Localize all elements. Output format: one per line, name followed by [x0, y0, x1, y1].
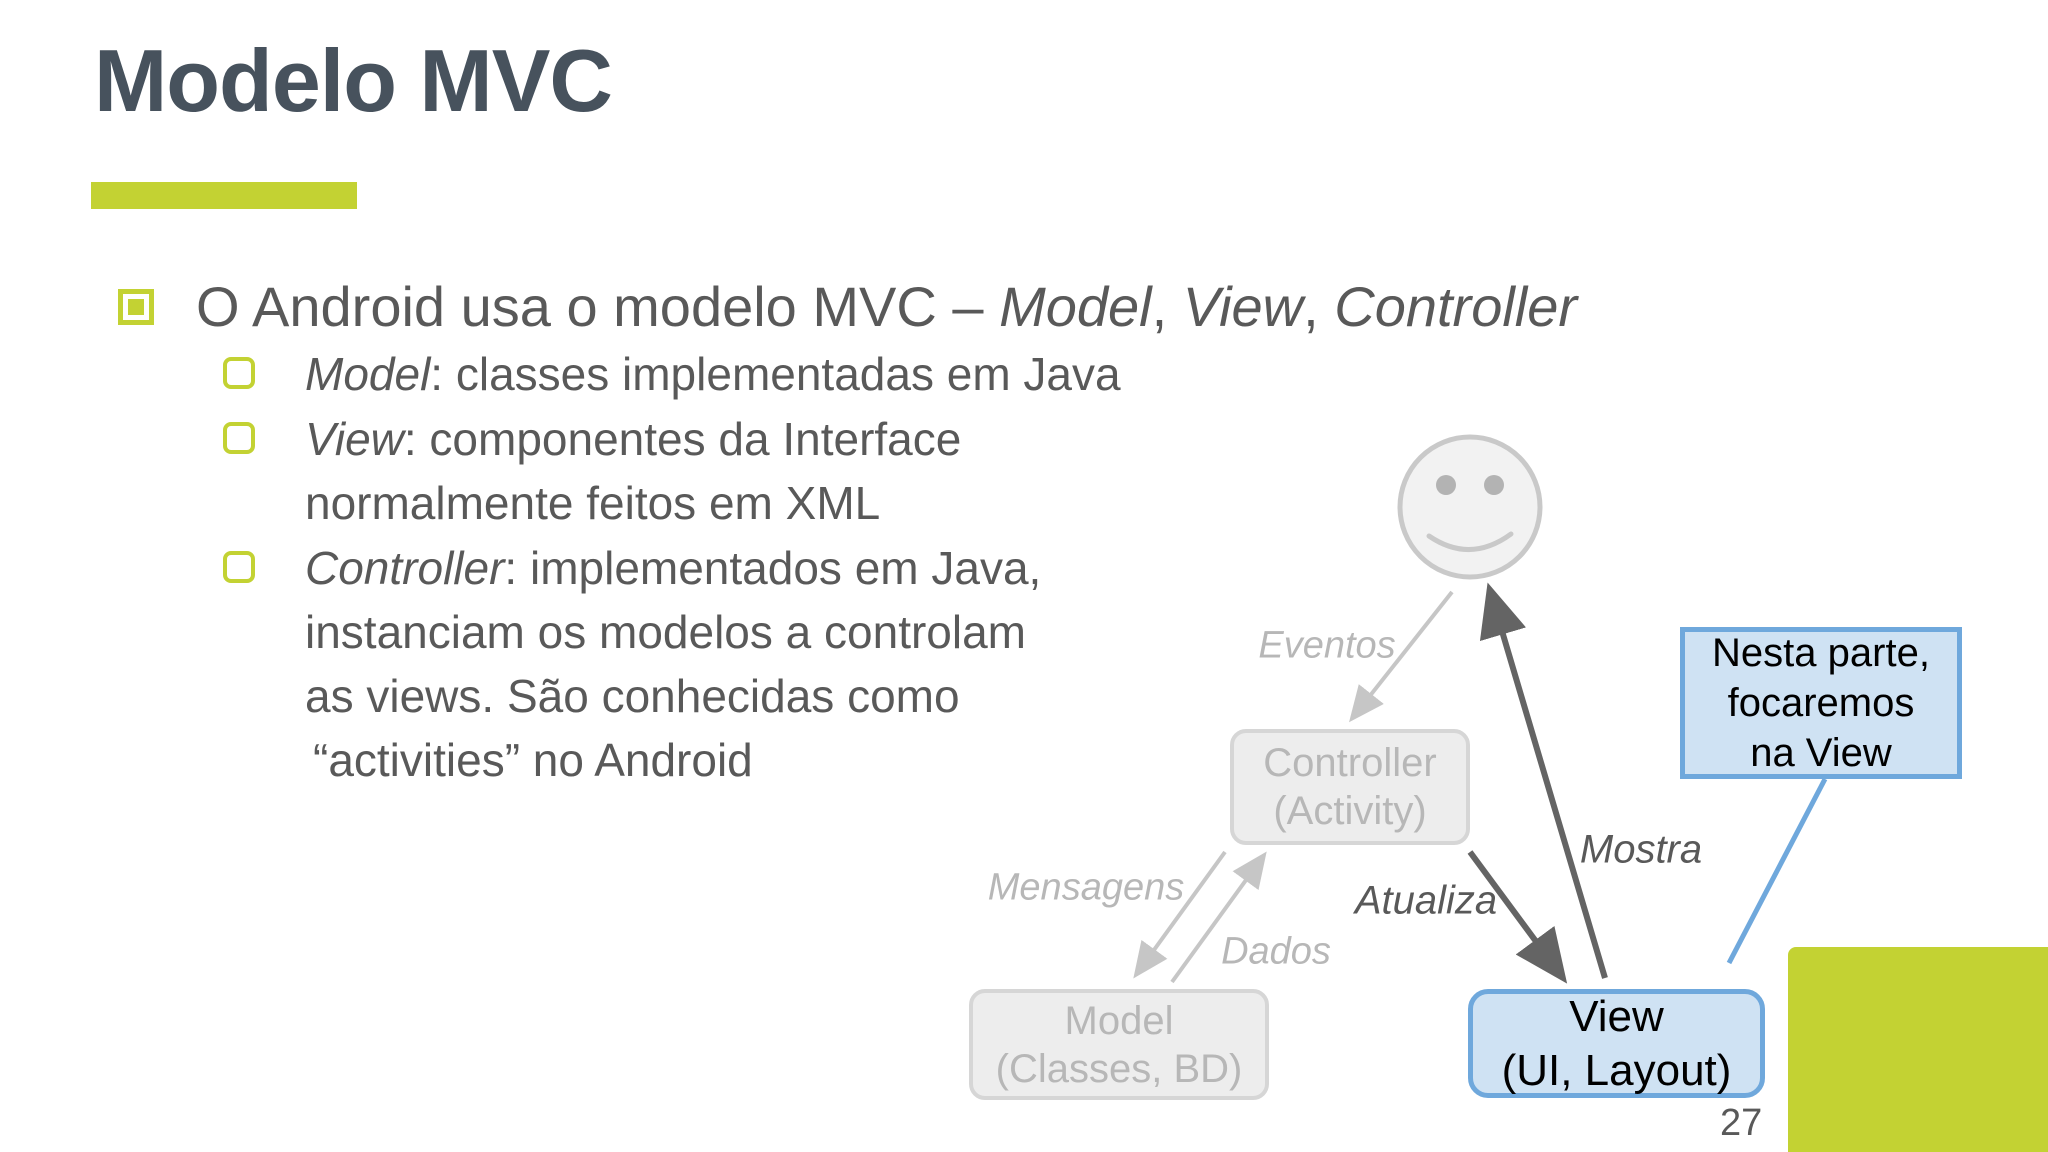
focus-callout-line3: na View [1750, 731, 1892, 775]
list-item-line: normalmente feitos em XML [305, 477, 881, 529]
main-bullet-text: O Android usa o modelo MVC – Model, View… [196, 274, 1577, 339]
main-bullet-seg: , [1151, 275, 1183, 338]
mostra-label: Mostra [1579, 827, 1703, 872]
mensagens-arrow [1133, 850, 1227, 979]
view-box-line2: (UI, Layout) [1501, 1045, 1732, 1095]
title-accent-bar [91, 182, 357, 209]
list-item-view: View: componentes da Interface normalmen… [305, 407, 961, 535]
eventos-label: Eventos [1258, 624, 1396, 667]
atualiza-label: Atualiza [1354, 878, 1498, 923]
main-bullet-seg-italic: View [1182, 275, 1304, 338]
main-bullet-seg: O Android usa o modelo MVC – [196, 275, 1000, 338]
controller-box: Controller (Activity) [1230, 729, 1470, 845]
model-box: Model (Classes, BD) [969, 989, 1269, 1100]
list-item-line: Controller: implementados em Java, [305, 536, 1041, 600]
bullet-square-icon [118, 289, 154, 325]
smiley-mouth [1426, 531, 1514, 552]
model-box-line2: (Classes, BD) [995, 1046, 1243, 1091]
dados-label: Dados [1221, 930, 1331, 973]
list-item-rest: : componentes da Interface [403, 413, 962, 465]
list-item-rest: : implementados em Java, [504, 542, 1042, 594]
callout-connector-line [1726, 777, 1828, 965]
controller-box-line1: Controller [1263, 741, 1437, 785]
corner-accent-block [1788, 947, 2048, 1152]
controller-box-line2: (Activity) [1273, 789, 1427, 833]
mostra-arrow [1479, 582, 1608, 979]
view-box-line1: View [1569, 991, 1664, 1041]
sub-bullet-icon [223, 551, 255, 583]
focus-callout: Nesta parte, focaremos na View [1680, 627, 1962, 779]
sub-bullet-icon [223, 422, 255, 454]
bullet-square-inner-icon [128, 299, 144, 315]
main-bullet-seg: , [1303, 275, 1335, 338]
dados-arrow [1170, 851, 1267, 984]
term-view: View [305, 413, 404, 465]
list-item-line: “activities” no Android [313, 734, 753, 786]
term-model: Model [305, 348, 431, 400]
focus-callout-line2: focaremos [1727, 681, 1915, 725]
page-number: 27 [1720, 1102, 1763, 1144]
main-bullet-seg-italic: Controller [1334, 275, 1578, 338]
mensagens-label: Mensagens [987, 866, 1185, 909]
list-item-controller: Controller: implementados em Java, insta… [305, 536, 1041, 792]
list-item-line: instanciam os modelos a controlam [305, 606, 1026, 658]
list-item-model: Model: classes implementadas em Java [305, 342, 1121, 406]
sub-bullet-icon [223, 357, 255, 389]
model-box-line1: Model [1064, 998, 1174, 1043]
smiley-right-eye [1484, 475, 1504, 495]
smiley-head [1397, 434, 1543, 580]
main-bullet-seg-italic: Model [999, 275, 1152, 338]
focus-callout-line1: Nesta parte, [1712, 631, 1930, 675]
list-item-rest: : classes implementadas em Java [430, 348, 1121, 400]
page-title: Modelo MVC [94, 31, 613, 130]
smiley-left-eye [1436, 475, 1456, 495]
list-item-line: as views. São conhecidas como [305, 670, 960, 722]
term-controller: Controller [305, 542, 505, 594]
view-box: View (UI, Layout) [1468, 989, 1765, 1098]
list-item-line: View: componentes da Interface [305, 407, 961, 471]
atualiza-arrow [1467, 850, 1568, 984]
eventos-arrow [1349, 590, 1454, 723]
smiley-face-icon [1397, 434, 1543, 580]
list-item-line: Model: classes implementadas em Java [305, 342, 1121, 406]
